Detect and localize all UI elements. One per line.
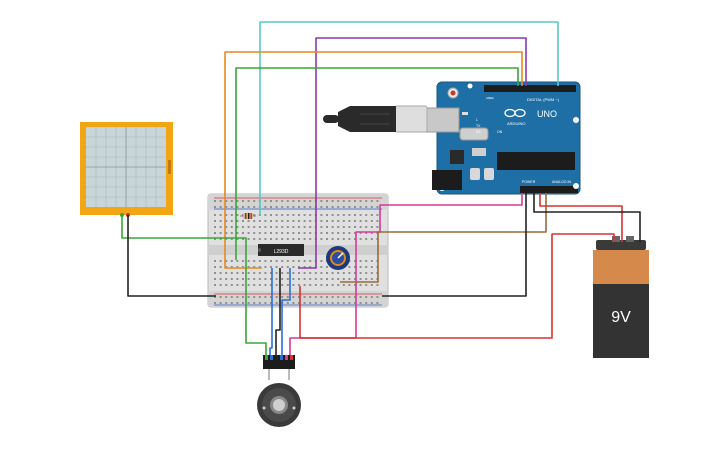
wires [121, 21, 641, 356]
aref-label: AREF [486, 96, 494, 100]
board-brand: ARDUINO [507, 121, 525, 126]
wire-green-sensor[interactable] [121, 215, 267, 356]
battery-9v[interactable]: 9V [593, 236, 649, 358]
potentiometer[interactable] [326, 246, 350, 270]
breadboard-holes [214, 200, 379, 304]
board-name: UNO [537, 109, 557, 119]
on-label: ON [497, 130, 503, 134]
wire-blue-2[interactable] [281, 268, 291, 356]
arduino-uno[interactable]: UNO ARDUINO DIGITAL (PWM ~) POWER ANALOG… [424, 81, 581, 195]
wire-black-sensor[interactable] [127, 215, 216, 297]
wire-black-gnd[interactable] [382, 193, 527, 297]
usb-cable[interactable] [323, 105, 428, 133]
rotary-encoder[interactable] [257, 355, 301, 427]
wire-cyan[interactable] [259, 21, 559, 215]
wire-purple[interactable] [298, 37, 527, 269]
driver-chip[interactable]: L293D [258, 244, 304, 256]
touch-sensor[interactable] [80, 122, 173, 217]
l-label: L [476, 118, 478, 122]
wire-brown[interactable] [340, 193, 547, 283]
wire-black-batt-arduino[interactable] [533, 193, 641, 242]
rx-label: RX [476, 130, 482, 134]
analog-header-label: ANALOG IN [552, 180, 572, 184]
tx-label: TX [476, 124, 481, 128]
wire-blue-1[interactable] [269, 268, 273, 356]
digital-header-label: DIGITAL (PWM ~) [527, 97, 560, 102]
driver-chip-label: L293D [274, 249, 289, 255]
resistor[interactable] [243, 213, 253, 219]
battery-label: 9V [611, 309, 631, 326]
wire-black-motor[interactable] [275, 268, 281, 356]
power-header-label: POWER [522, 180, 536, 184]
arduino-logo-icon [504, 108, 526, 118]
wire-orange[interactable] [224, 51, 523, 269]
wire-red-batt-bb[interactable] [299, 233, 615, 339]
wire-green-top[interactable] [235, 67, 519, 260]
wire-red-batt-arduino[interactable] [539, 193, 623, 242]
